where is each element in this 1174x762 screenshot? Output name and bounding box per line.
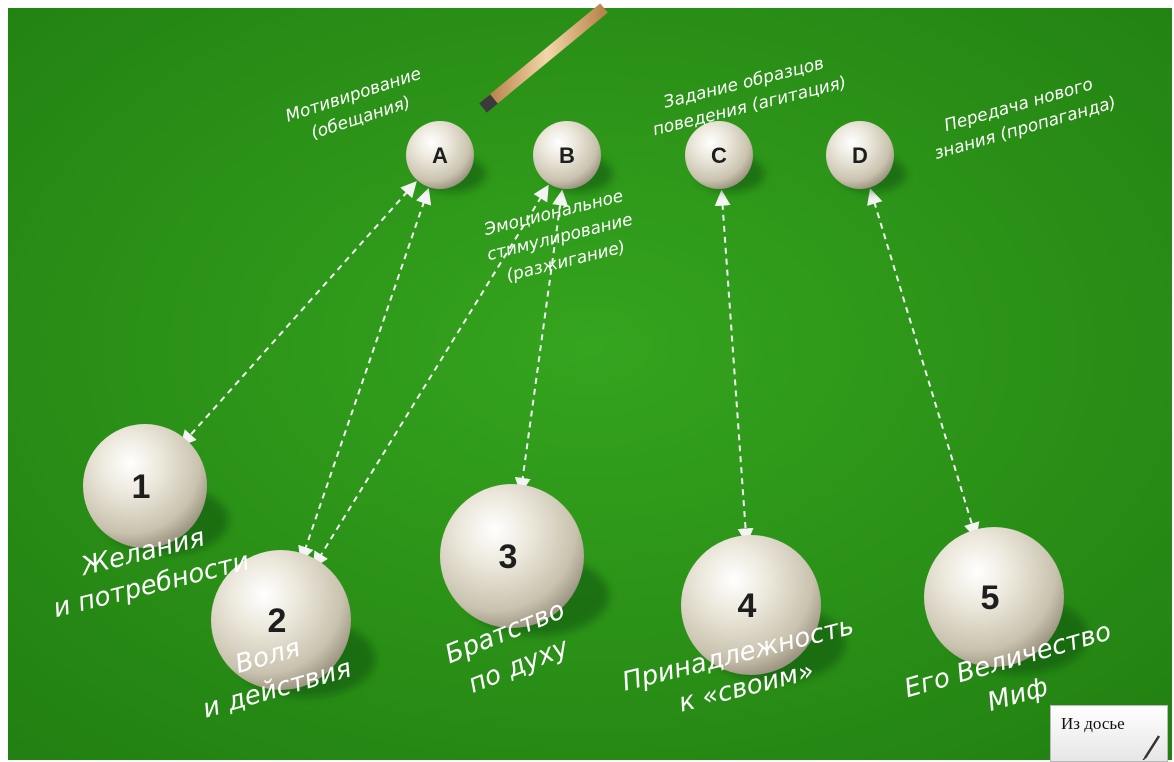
ball-1: 1 [83,424,229,555]
ball-c: C [685,121,765,193]
ball-number: 3 [499,538,518,576]
badge-label: Из досье [1061,714,1125,733]
ball-letter: A [432,143,448,168]
cue-stick [479,3,608,113]
arrow-B-2 [312,184,549,569]
arrows [180,180,980,569]
arrow-D-5 [867,188,980,539]
ball-letter: C [711,143,727,168]
dossier-badge: Из досье [1050,705,1168,762]
ball-b: B [533,121,613,193]
ball-2: 2 [211,550,376,697]
ball-4: 4 [681,535,846,682]
pen-icon [1142,735,1161,760]
ball-number: 2 [268,602,287,640]
ball-letter: B [559,143,575,168]
ball-letter: D [852,143,868,168]
ball-a: A [406,121,486,193]
ball-number: 4 [738,587,757,625]
ball-number: 1 [132,468,151,506]
arrow-C-4 [714,189,754,545]
ball-number: 5 [981,579,1000,617]
balls: A B C D 1 2 3 4 5 [83,121,1089,697]
ball-5: 5 [924,527,1089,674]
ball-3: 3 [440,484,610,636]
ball-d: D [826,121,906,193]
